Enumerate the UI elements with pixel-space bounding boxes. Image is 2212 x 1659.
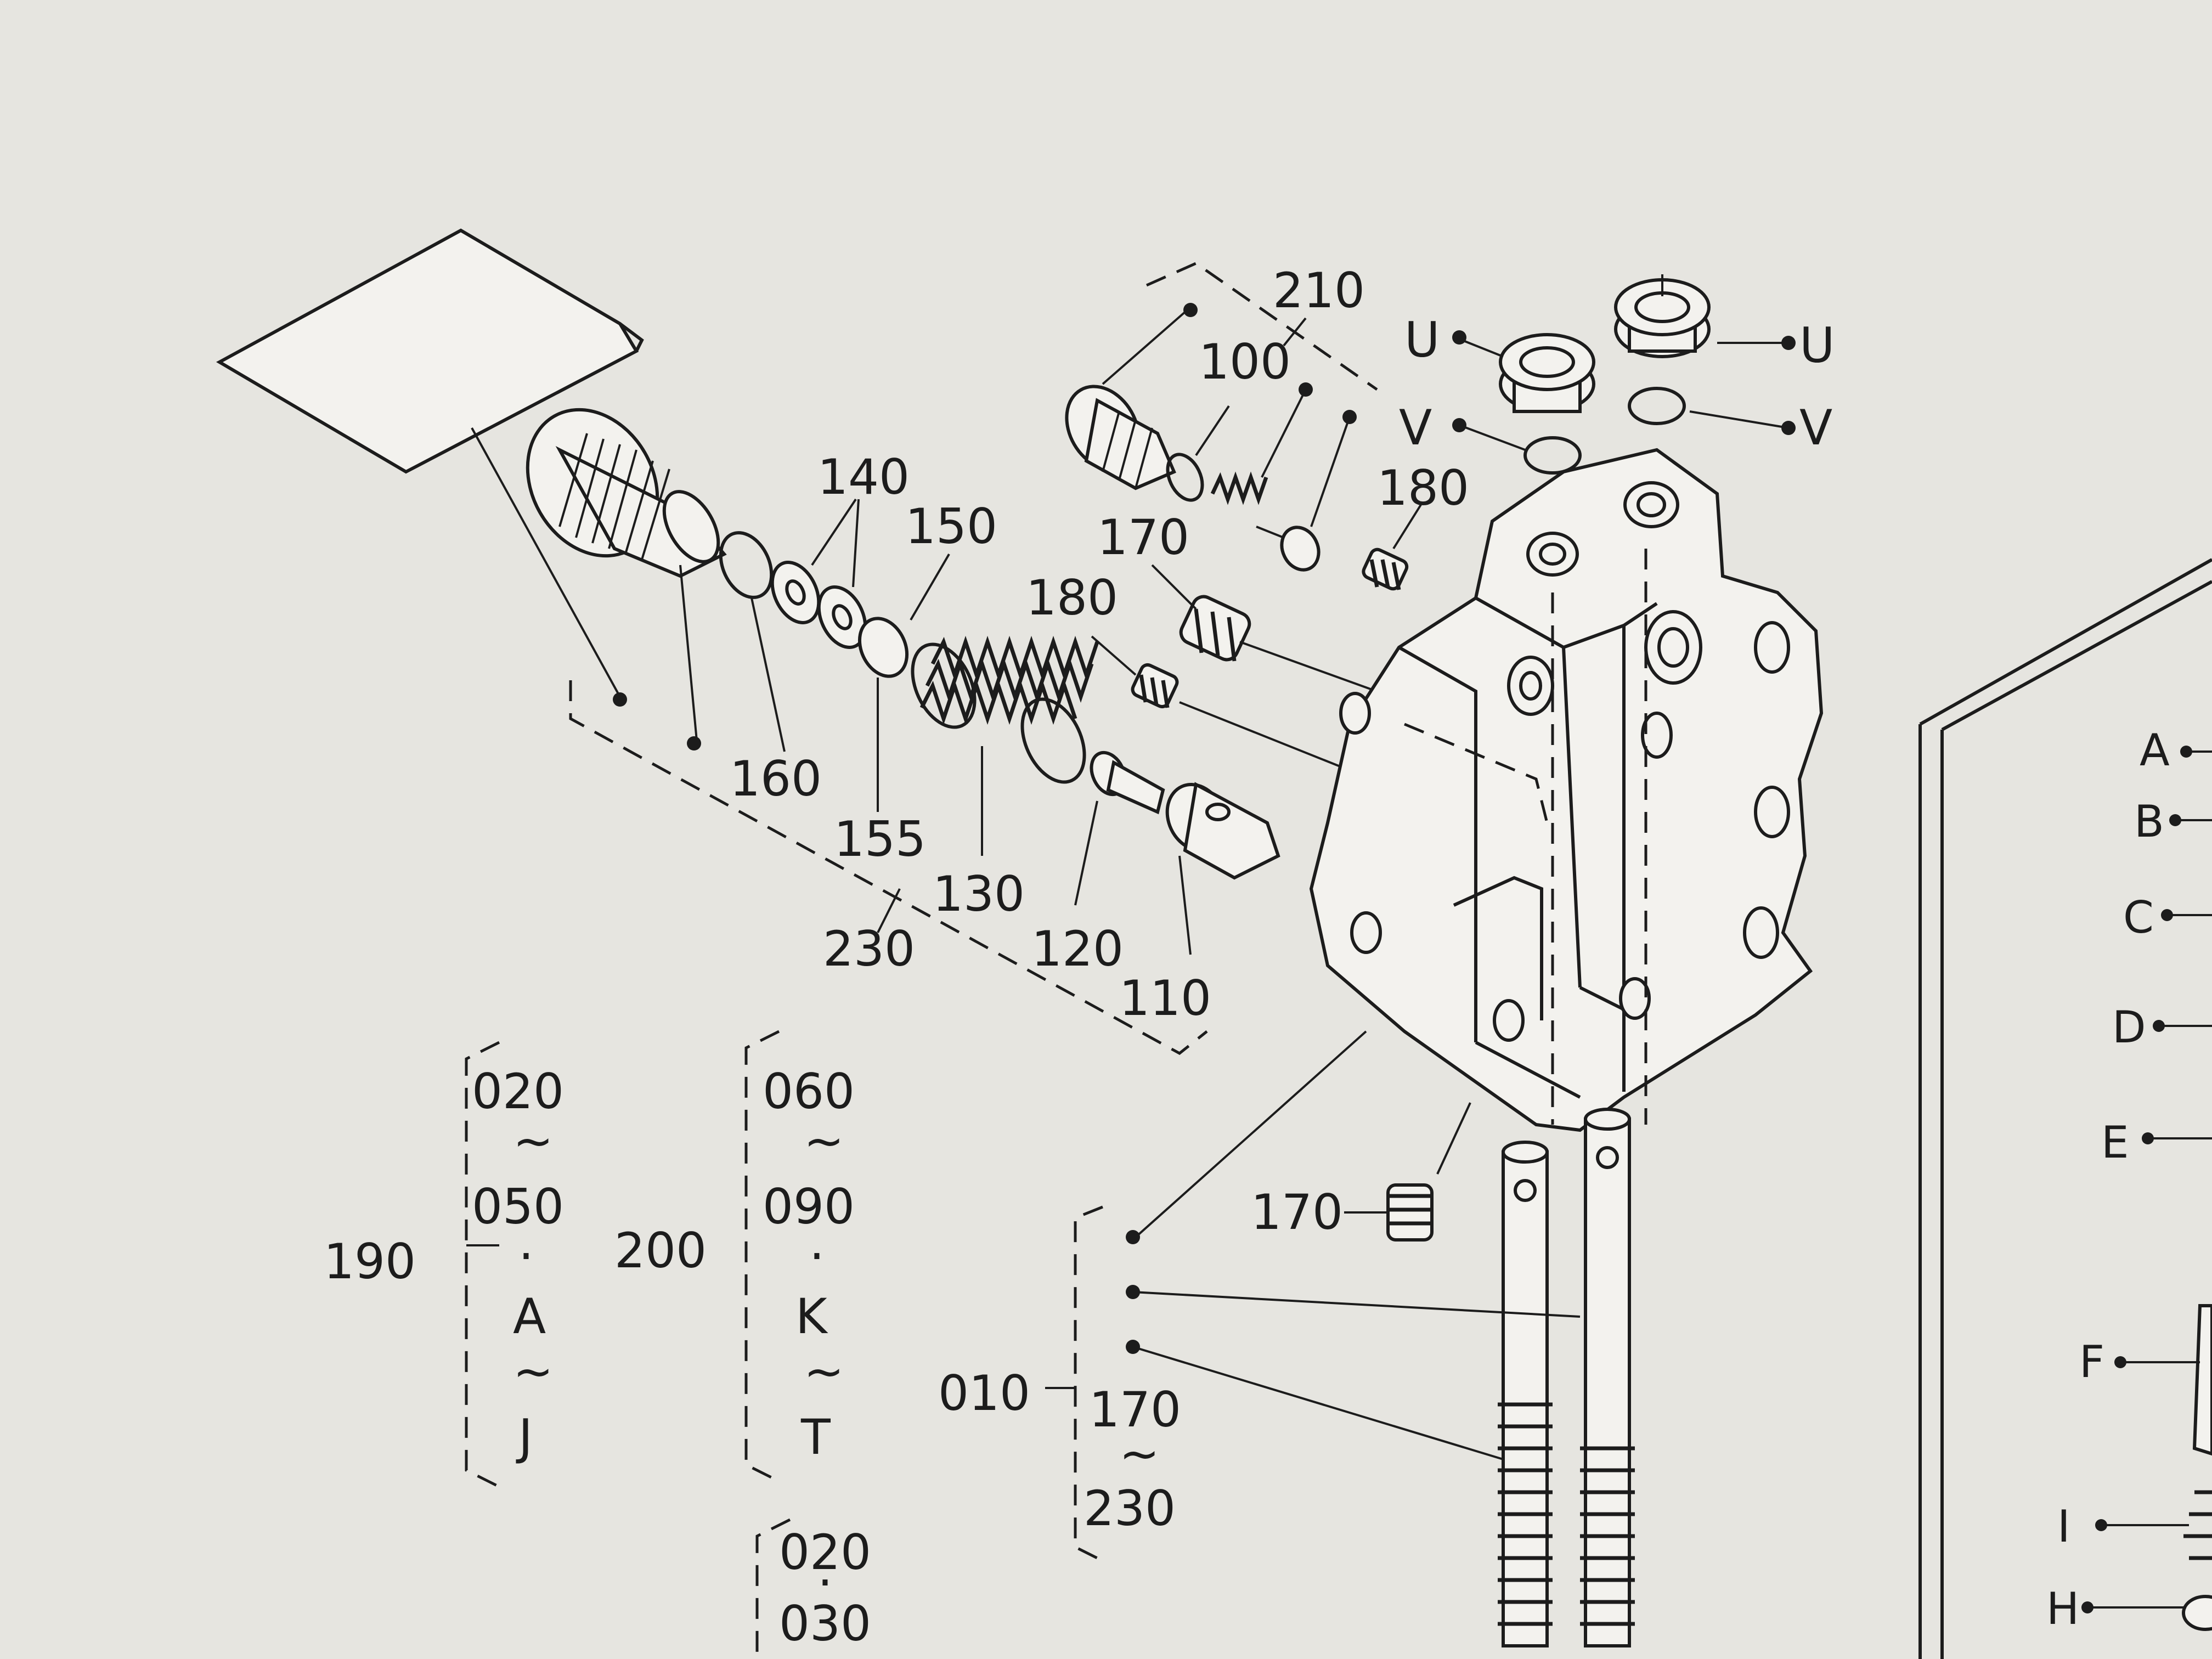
bracket-190-200 xyxy=(465,1030,791,1659)
panel-letter-c: C xyxy=(2123,892,2154,943)
label-110: 110 xyxy=(1119,970,1211,1026)
bracket-010 xyxy=(1045,1205,1581,1560)
label-170-bottom: 170 xyxy=(1251,1184,1343,1240)
panel-letter-f: F xyxy=(2079,1336,2104,1387)
o-ring-160 xyxy=(719,531,774,599)
gb-b: 030 xyxy=(779,1595,871,1652)
label-010: 010 xyxy=(938,1365,1030,1421)
bracket-230 xyxy=(569,680,1208,1055)
label-100: 100 xyxy=(1199,334,1291,390)
g200-sep: · xyxy=(809,1228,825,1284)
poppet-120 xyxy=(1074,751,1165,906)
right-panel-letters: A B C D E F I H xyxy=(2046,725,2212,1634)
label-130: 130 xyxy=(933,866,1025,922)
panel-letter-i: I xyxy=(2057,1501,2070,1552)
gb-a: 020 xyxy=(779,1524,871,1581)
spools xyxy=(1498,1108,1635,1647)
g190-tilde2: ~ xyxy=(513,1343,554,1400)
group-bottom-range: 020 · 030 xyxy=(779,1524,871,1652)
right-panel xyxy=(1918,558,2212,1659)
gb-sep: · xyxy=(817,1554,833,1611)
label-155: 155 xyxy=(834,811,926,867)
washers-140 xyxy=(770,498,867,649)
g200-from: 060 xyxy=(763,1063,855,1120)
g190-end: J xyxy=(516,1409,533,1465)
panel-letter-h: H xyxy=(2046,1583,2079,1634)
group-010-range: 170 ~ 230 xyxy=(1084,1381,1181,1537)
label-120: 120 xyxy=(1031,921,1124,977)
plug-170-bottom xyxy=(1344,1183,1434,1242)
label-v-right: V xyxy=(1799,399,1832,456)
group-200-range: 060 ~ 090 · K ~ T xyxy=(763,1063,855,1465)
g010-to: 230 xyxy=(1084,1480,1176,1537)
label-u-right: U xyxy=(1799,317,1835,374)
panel-letter-a: A xyxy=(2140,725,2170,776)
plug-assembly-210 xyxy=(1065,262,1378,572)
g200-end: T xyxy=(800,1409,831,1465)
g200-to: 090 xyxy=(763,1178,855,1235)
callout-labels: 210 100 180 170 180 140 150 160 155 130 … xyxy=(324,262,1835,1421)
label-230: 230 xyxy=(823,921,915,977)
disc-150 xyxy=(857,553,950,812)
panel-letter-d: D xyxy=(2112,1002,2146,1053)
label-200: 200 xyxy=(614,1222,707,1279)
label-140: 140 xyxy=(817,449,910,505)
label-sheet xyxy=(216,228,644,707)
g190-tilde1: ~ xyxy=(513,1113,554,1169)
g200-start: K xyxy=(795,1288,828,1345)
panel-letter-e: E xyxy=(2101,1117,2129,1168)
label-180-top: 180 xyxy=(1377,460,1469,516)
g010-tilde: ~ xyxy=(1119,1425,1160,1482)
o-ring-100 xyxy=(1166,453,1204,502)
small-spring xyxy=(1210,471,1268,505)
g010-from: 170 xyxy=(1089,1381,1181,1438)
threaded-plug xyxy=(526,408,727,751)
group-190-range: 020 ~ 050 · A ~ J xyxy=(472,1063,564,1465)
g190-start: A xyxy=(513,1288,546,1345)
g190-sep: · xyxy=(518,1228,534,1284)
label-210: 210 xyxy=(1273,262,1365,319)
caps-u-v xyxy=(1452,274,1796,475)
g190-to: 050 xyxy=(472,1178,564,1235)
label-190: 190 xyxy=(324,1233,416,1290)
label-v-left: V xyxy=(1399,399,1432,456)
plunger-110 xyxy=(1165,782,1280,955)
valve-body xyxy=(1135,448,1824,1238)
spring-130 xyxy=(911,635,1099,856)
g200-tilde2: ~ xyxy=(804,1343,844,1400)
label-160: 160 xyxy=(730,751,822,807)
g190-from: 020 xyxy=(472,1063,564,1120)
label-170-top: 170 xyxy=(1097,509,1189,566)
label-150: 150 xyxy=(905,498,997,555)
panel-letter-b: B xyxy=(2134,796,2164,847)
label-u-left: U xyxy=(1404,312,1440,368)
label-180-mid: 180 xyxy=(1026,569,1118,626)
g200-tilde1: ~ xyxy=(804,1113,844,1169)
